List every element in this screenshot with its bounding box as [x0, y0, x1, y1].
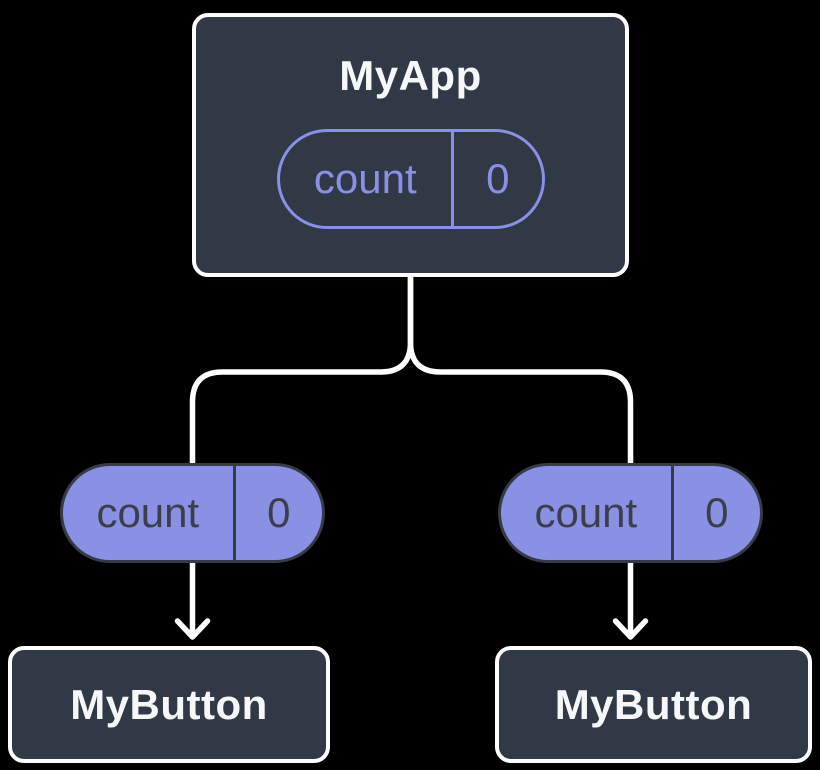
prop-pill-left: count 0 [60, 463, 325, 563]
mybutton-node-left: MyButton [8, 646, 330, 763]
prop-value-right: 0 [705, 489, 729, 536]
mybutton-node-right: MyButton [495, 646, 812, 763]
prop-pill-right: count 0 [498, 463, 763, 563]
myapp-node: MyApp count 0 [192, 13, 629, 277]
mybutton-title-left: MyButton [70, 680, 268, 728]
arrowhead-right-icon [612, 618, 649, 640]
prop-name-left: count [96, 489, 200, 536]
state-value: 0 [486, 155, 510, 202]
pill-divider [232, 466, 236, 560]
arrowhead-left-icon [174, 618, 211, 640]
myapp-title: MyApp [339, 52, 482, 99]
prop-value-left: 0 [267, 489, 291, 536]
pill-divider [670, 466, 674, 560]
prop-name-right: count [534, 489, 638, 536]
pill-divider [451, 132, 455, 226]
state-name: count [313, 155, 417, 202]
mybutton-title-right: MyButton [554, 680, 753, 728]
root-state-pill: count 0 [276, 129, 545, 229]
edge-root-to-left-child [189, 272, 414, 636]
edge-root-to-right-child [407, 272, 634, 636]
